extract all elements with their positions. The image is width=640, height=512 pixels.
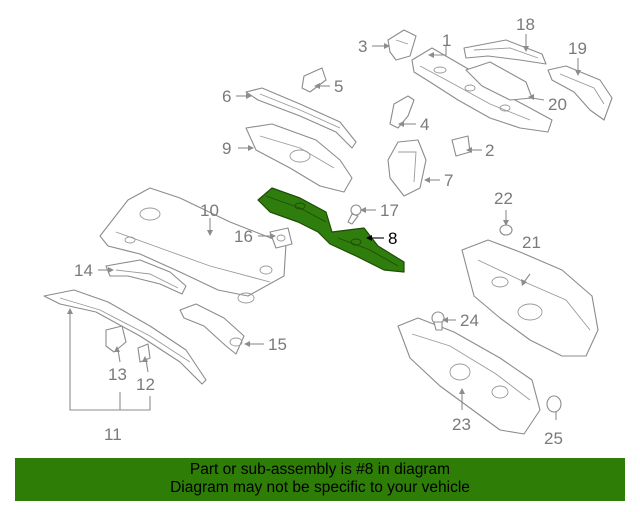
part-2-small-bracket[interactable] [451,135,471,157]
callout-17: 17 [380,201,399,220]
callout-5: 5 [334,77,343,96]
leader-lines [67,34,581,420]
part-25-plug[interactable] [546,395,562,413]
callout-labels: 1 2 3 4 5 6 7 8 9 10 11 12 13 14 15 16 1… [74,15,587,448]
callout-2: 2 [485,141,494,160]
part-6-reinforcement-bar[interactable] [245,87,357,149]
part-18-seal-strip[interactable] [463,39,547,65]
callout-15: 15 [268,335,287,354]
callout-3: 3 [358,37,367,56]
callout-7: 7 [444,171,453,190]
part-9-side-panel[interactable] [245,123,353,193]
part-17-bolt[interactable] [347,204,362,225]
part-14-cross-member[interactable] [105,259,187,295]
callout-9: 9 [222,139,231,158]
callout-25: 25 [544,429,563,448]
part-22-plug[interactable] [499,224,513,236]
callout-8: 8 [388,229,397,248]
callout-4: 4 [420,115,429,134]
callout-23: 23 [452,415,471,434]
part-8-highlighted-bracket[interactable] [257,187,405,273]
part-19-bracket[interactable] [547,65,613,121]
part-21-dash-insulator[interactable] [461,239,599,357]
callout-12: 12 [136,375,155,394]
part-7-bracket[interactable] [387,139,427,197]
callout-22: 22 [494,189,513,208]
callout-18: 18 [516,15,535,34]
banner-line-disclaimer: Diagram may not be specific to your vehi… [170,479,470,496]
callout-13: 13 [108,365,127,384]
callout-16: 16 [234,227,253,246]
callout-21: 21 [522,233,541,252]
callout-10: 10 [200,201,219,220]
part-24-clip[interactable] [431,311,445,331]
part-11-side-rail[interactable] [43,289,207,385]
part-4-bracket[interactable] [389,95,415,129]
part-23-insulator[interactable] [397,317,541,435]
part-3-bracket[interactable] [387,29,417,61]
exploded-parts-diagram: 1 2 3 4 5 6 7 8 9 10 11 12 13 14 15 16 1… [43,15,613,448]
callout-11: 11 [104,425,122,444]
callout-24: 24 [460,311,479,330]
part-16-grommet[interactable] [269,227,293,249]
callout-19: 19 [568,39,587,58]
part-5-clip[interactable] [301,67,327,93]
notice-banner: Part or sub-assembly is #8 in diagram Di… [15,458,625,501]
part-12-clip[interactable] [137,343,151,363]
part-15-support[interactable] [179,303,245,355]
part-10-dash-panel[interactable] [99,187,287,304]
callout-6: 6 [222,87,231,106]
callout-1: 1 [442,31,451,50]
callout-20: 20 [548,95,567,114]
banner-line-part-number: Part or sub-assembly is #8 in diagram [189,461,451,478]
part-13-bracket[interactable] [105,325,127,353]
callout-14: 14 [74,261,93,280]
